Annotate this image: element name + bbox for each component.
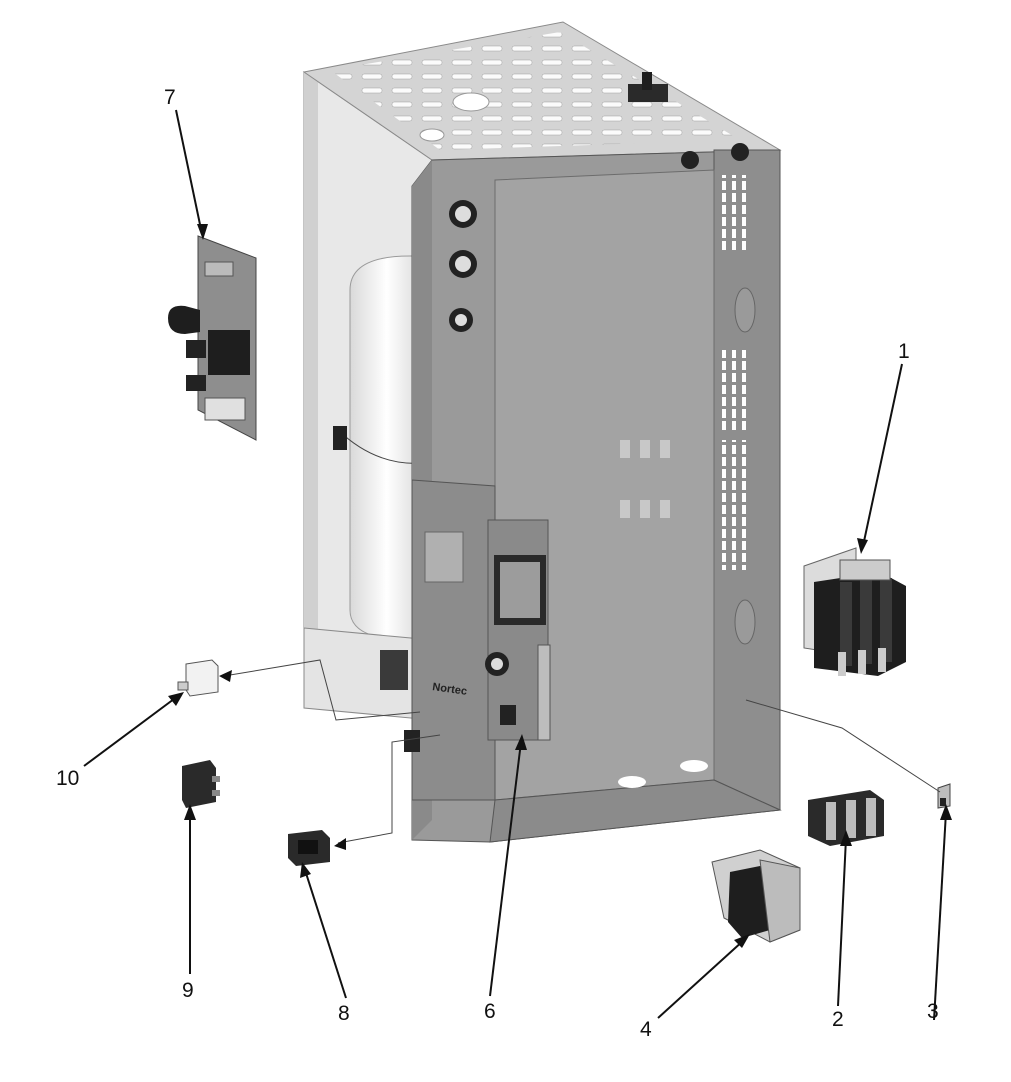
part-3-bracket xyxy=(937,783,951,809)
assembly-lines xyxy=(219,659,941,850)
part-7-circuit-board xyxy=(168,235,257,441)
callout-7: 7 xyxy=(164,86,176,109)
callout-6: 6 xyxy=(484,1000,496,1023)
callout-leaders xyxy=(83,109,952,1021)
part-10-fuse-holder xyxy=(177,659,219,697)
cabinet-base-tray xyxy=(303,627,433,721)
brand-mark: Nortec xyxy=(432,681,468,698)
callout-8: 8 xyxy=(338,1002,350,1025)
part-8-rocker-switch xyxy=(288,830,330,866)
part-2-terminal-block xyxy=(808,790,884,846)
part-9-rocker-switch xyxy=(182,760,220,808)
callout-4: 4 xyxy=(640,1018,652,1041)
cabinet-top-panel xyxy=(302,21,782,161)
callout-3: 3 xyxy=(927,1000,939,1023)
callout-labels: 7 1 10 9 8 6 4 2 3 xyxy=(56,86,939,1041)
callout-9: 9 xyxy=(182,979,194,1002)
part-4-transformer xyxy=(711,849,801,943)
part-1-contactor xyxy=(803,547,906,676)
callout-1: 1 xyxy=(898,340,910,363)
callout-2: 2 xyxy=(832,1008,844,1031)
control-panel: Nortec xyxy=(404,479,551,801)
callout-10: 10 xyxy=(56,767,79,790)
